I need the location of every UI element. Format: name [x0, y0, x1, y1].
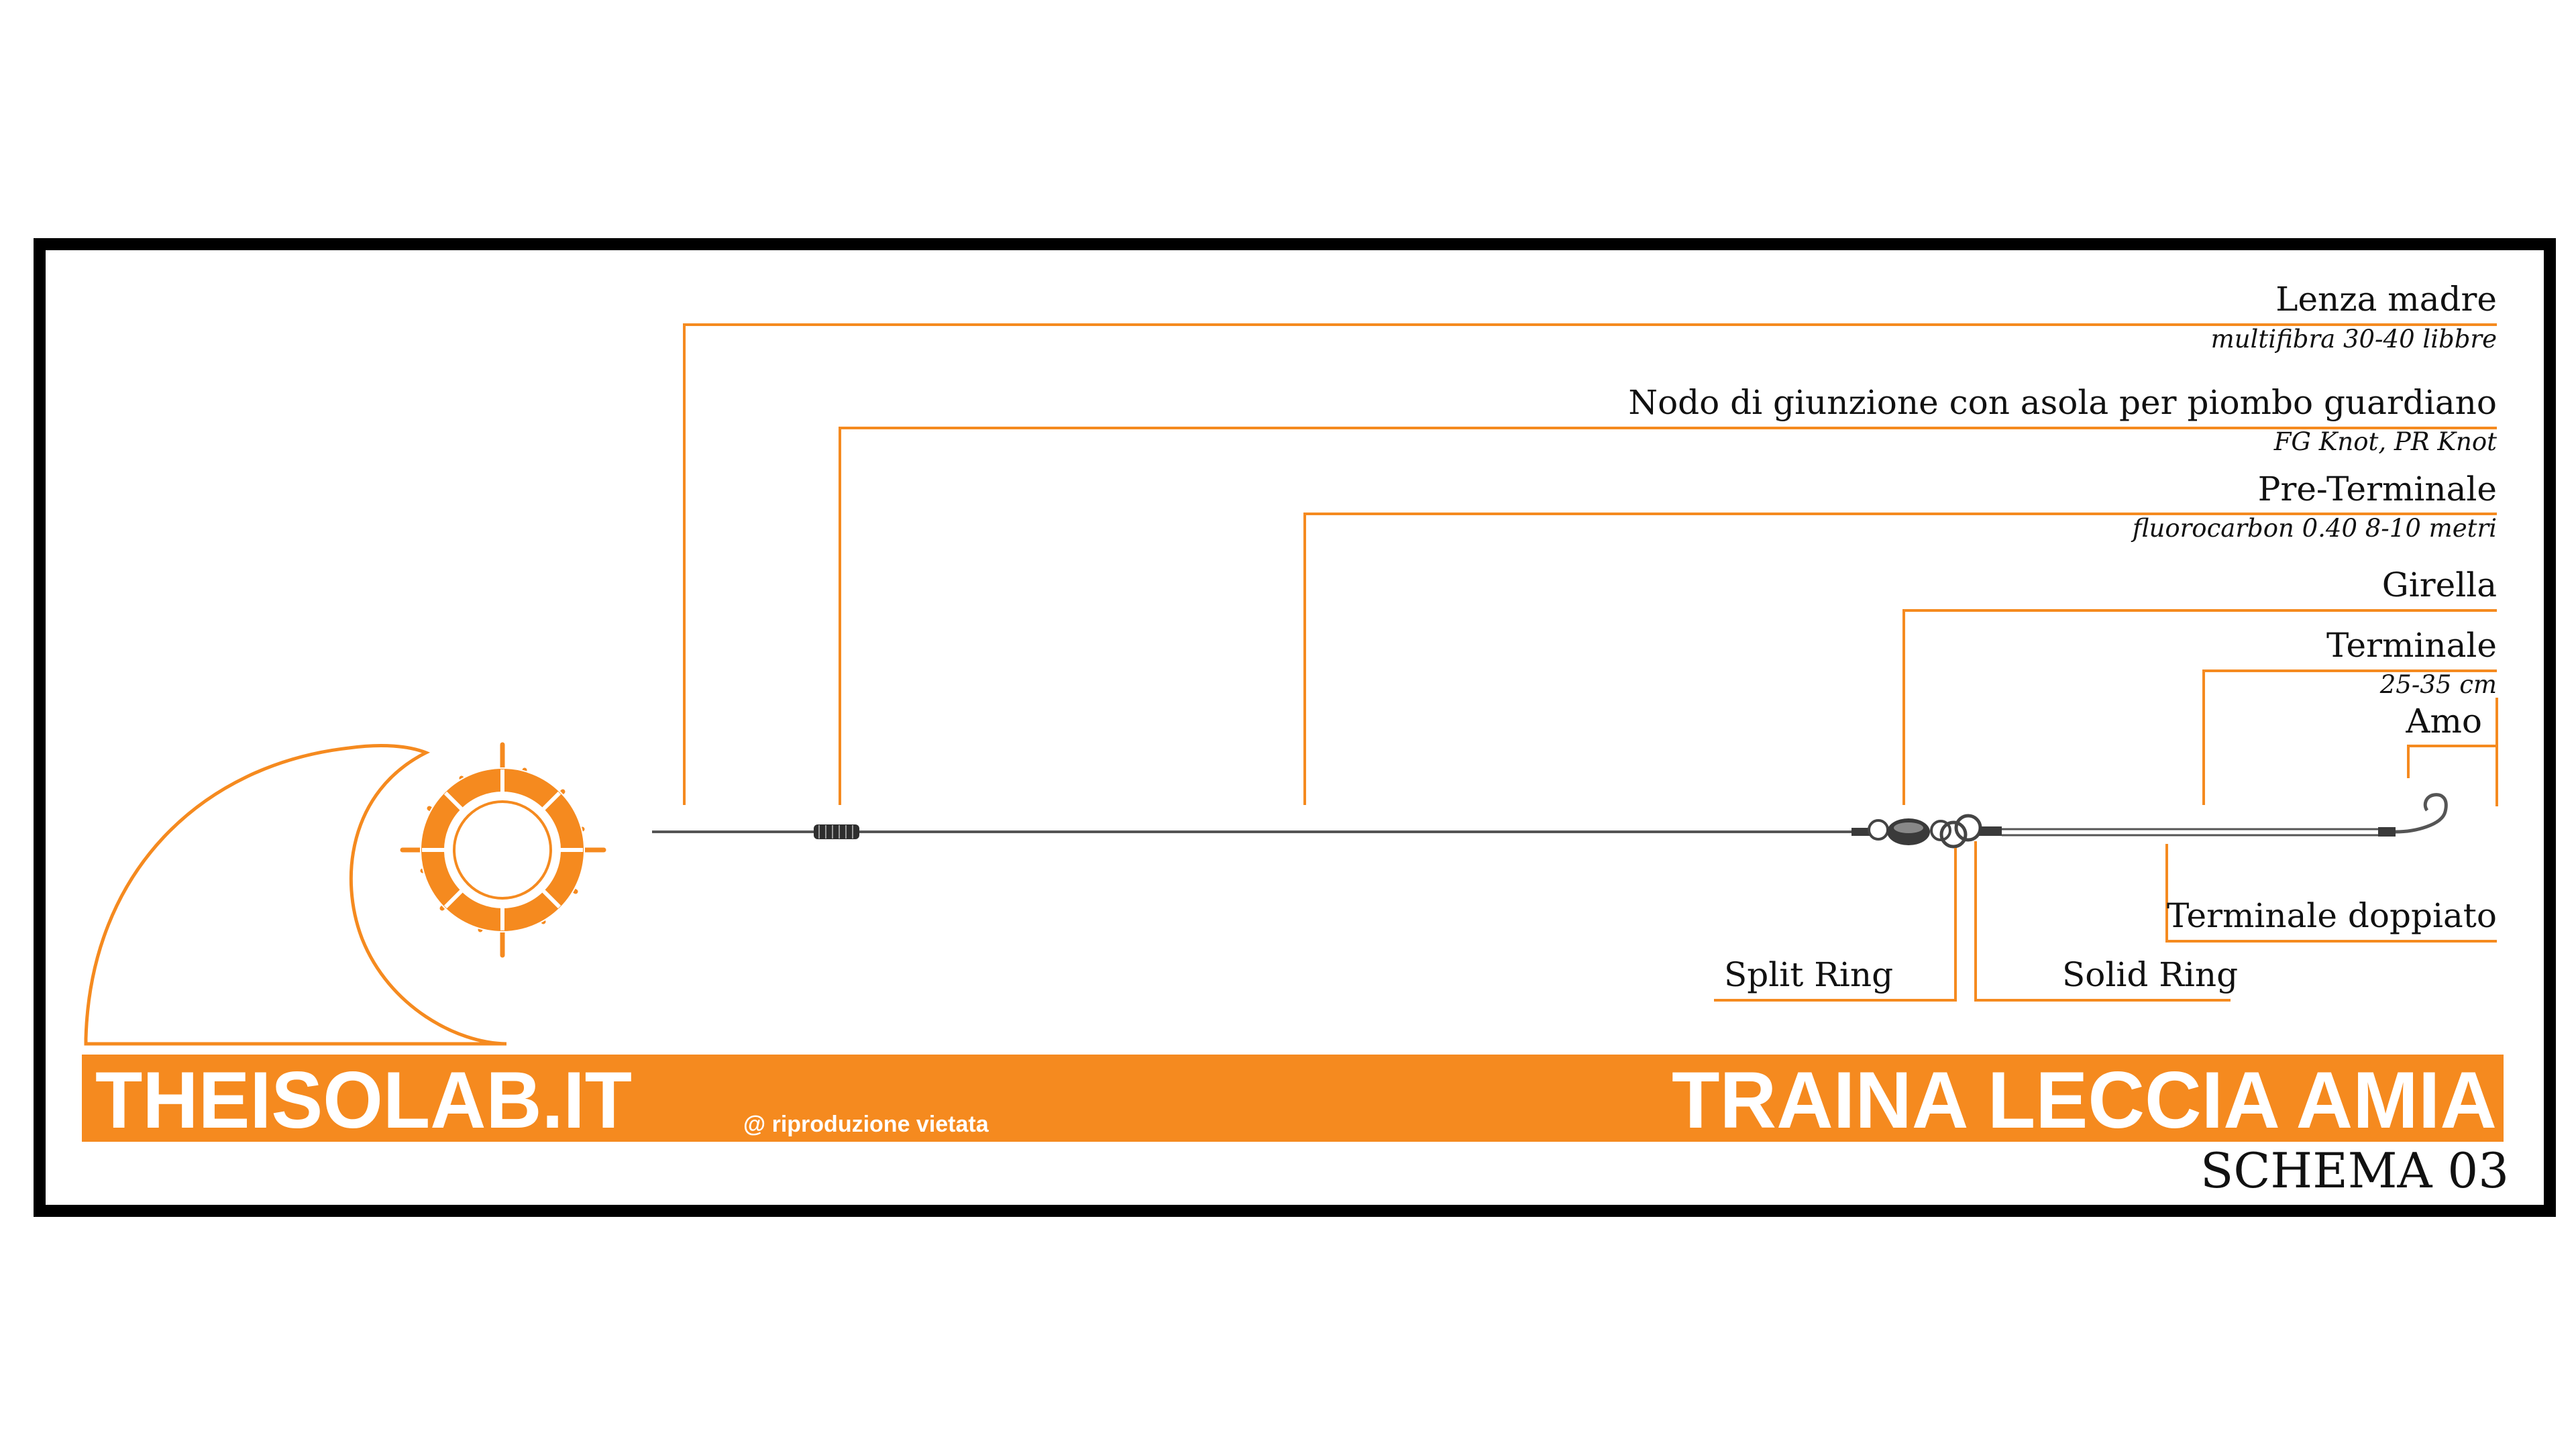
schema-number: SCHEMA 03: [2200, 1142, 2509, 1199]
leader-terminale-doppiato: [2165, 844, 2497, 943]
label-terminale-doppiato: Terminale doppiato: [2167, 896, 2497, 935]
hook-icon: [2395, 793, 2448, 834]
label-pre-terminale: Pre-Terminale: [2258, 470, 2497, 508]
label-girella: Girella: [2382, 566, 2497, 604]
leader-split-ring: [1714, 848, 1957, 1002]
leader-pre-terminale: [1303, 513, 2497, 805]
doubled-leader: [2002, 828, 2378, 837]
label-split-ring: Split Ring: [1724, 955, 1893, 994]
diagram-frame: [34, 238, 2556, 1217]
leader-lenza-madre: [683, 323, 2497, 805]
swivel-icon: [1851, 818, 1951, 845]
wave-and-ship-wheel-logo: [84, 742, 606, 1046]
detail-pre-terminale: fluorocarbon 0.40 8-10 metri: [2131, 514, 2497, 543]
label-nodo: Nodo di giunzione con asola per piombo g…: [1628, 383, 2497, 422]
leader-amo: [2407, 745, 2498, 806]
label-amo: Amo: [2405, 702, 2482, 741]
leader-girella: [1902, 609, 2497, 805]
detail-nodo: FG Knot, PR Knot: [2273, 427, 2497, 456]
leader-solid-ring: [1974, 841, 2231, 1002]
diagram-title: TRAINA LECCIA AMIA: [1672, 1055, 2497, 1145]
wave-icon: [84, 743, 507, 1046]
split-ring-icon: [1939, 820, 1968, 849]
crimp-icon: [1979, 826, 2002, 836]
copyright-notice: @ riproduzione vietata: [743, 1112, 989, 1137]
label-lenza-madre: Lenza madre: [2275, 280, 2497, 319]
hook-crimp-icon: [2378, 827, 2396, 837]
site-name: THEISOLAB.IT: [95, 1055, 632, 1145]
ship-wheel-icon: [400, 742, 606, 958]
detail-lenza-madre: multifibra 30-40 libbre: [2211, 325, 2497, 354]
label-terminale: Terminale: [2326, 626, 2497, 665]
detail-terminale: 25-35 cm: [2379, 670, 2497, 699]
brand-bar: [82, 1055, 2504, 1142]
label-solid-ring: Solid Ring: [2062, 955, 2238, 994]
leader-terminale: [2202, 669, 2497, 805]
leader-nodo: [839, 427, 2497, 805]
knot-icon: [814, 824, 859, 839]
